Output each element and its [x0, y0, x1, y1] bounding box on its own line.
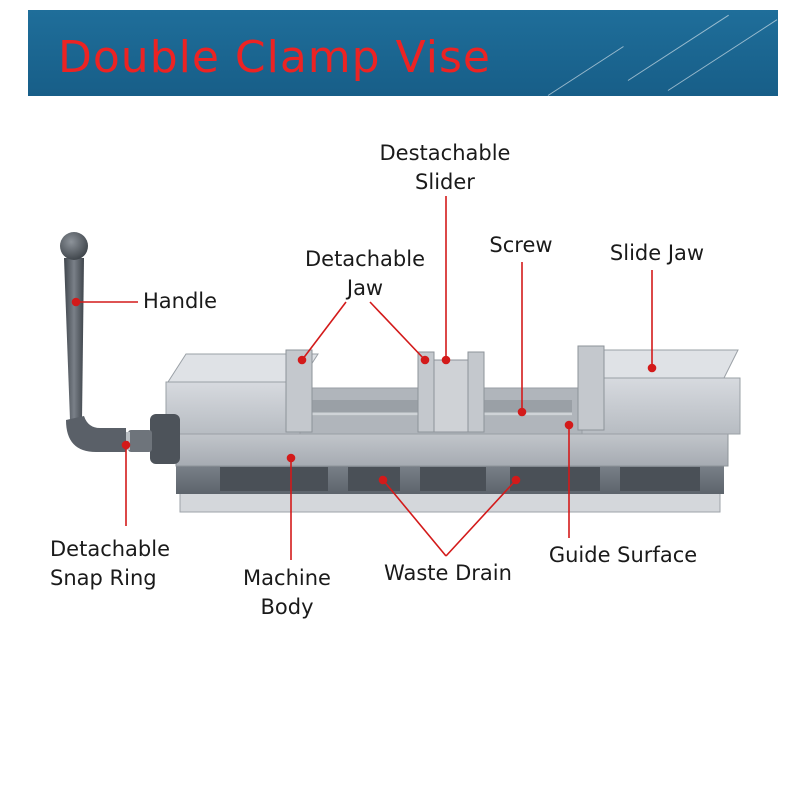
label-slide-jaw: Slide Jaw	[609, 241, 705, 265]
drain-slot-1	[220, 467, 328, 491]
label-guide-surface: Guide Surface	[548, 543, 698, 567]
drain-slot-4	[510, 467, 600, 491]
snap-ring-assembly	[122, 414, 180, 464]
handle	[60, 232, 126, 452]
callout-dot-drain-left	[378, 475, 388, 485]
cast-body	[176, 462, 724, 494]
drain-slot-2	[348, 467, 400, 491]
base-plate	[179, 491, 721, 513]
label-handle: Handle	[143, 289, 218, 313]
title-banner: Double Clamp Vise	[28, 10, 778, 96]
callout-lines	[71, 196, 657, 560]
callout-dot-drain-right	[511, 475, 521, 485]
callout-dot-screw	[517, 407, 527, 417]
destachable-slider-block	[433, 359, 469, 433]
callout-dot-jaw-center	[420, 355, 430, 365]
detachable-jaw-right	[577, 345, 605, 431]
slide-jaw-block	[579, 349, 741, 435]
detachable-jaw-center	[417, 351, 485, 433]
label-waste-drain: Waste Drain	[384, 561, 512, 585]
page-title: Double Clamp Vise	[58, 32, 491, 83]
machine-body	[175, 431, 729, 467]
fixed-jaw-block	[165, 353, 319, 435]
callout-dot-jaw-left	[297, 355, 307, 365]
label-screw: Screw	[489, 233, 553, 257]
callout-dot-slider	[441, 355, 451, 365]
callout-dot-guide	[564, 420, 574, 430]
callout-dot-slide-jaw	[647, 363, 657, 373]
callout-dot-snap-ring	[121, 440, 131, 450]
handle-knob	[60, 232, 88, 260]
drain-slot-5	[620, 467, 700, 491]
callout-dot-handle	[71, 297, 81, 307]
drain-slot-3	[420, 467, 486, 491]
detachable-jaw-left	[285, 349, 313, 433]
callout-dot-machine-body	[286, 453, 296, 463]
